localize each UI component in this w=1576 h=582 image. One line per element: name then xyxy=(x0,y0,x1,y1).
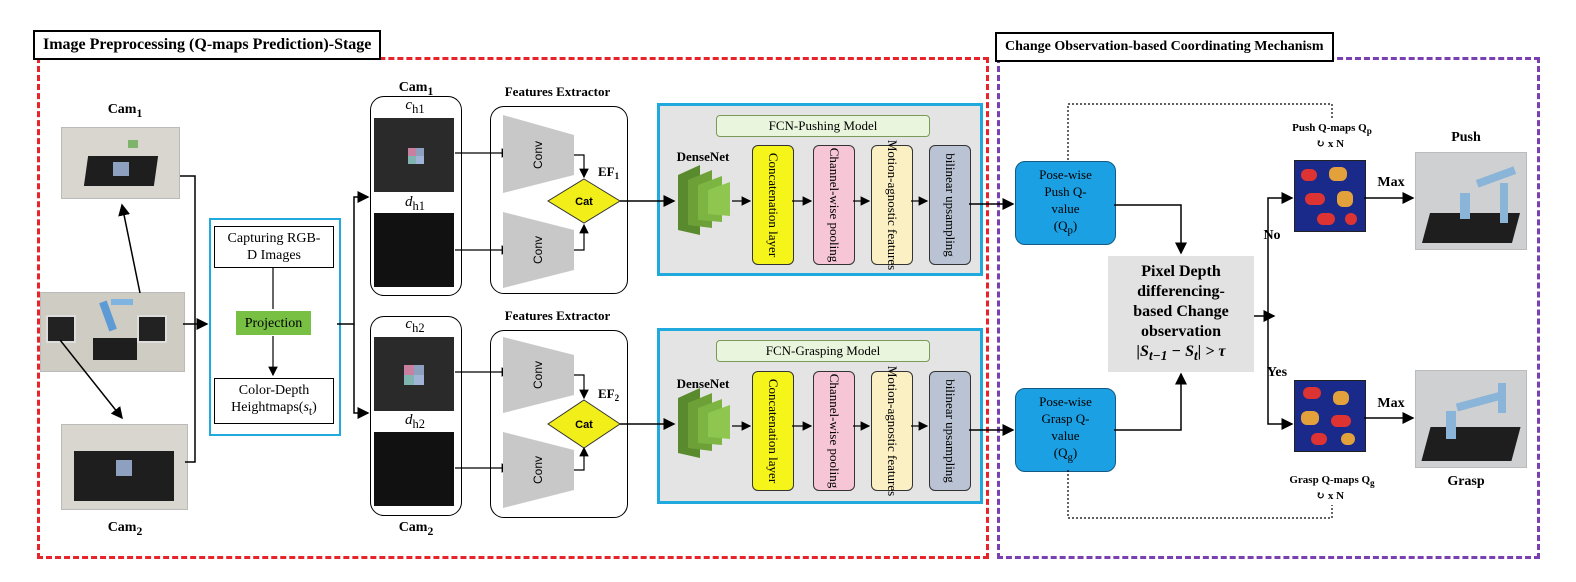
conv-1a-label: Conv xyxy=(531,141,545,169)
grasp-action-image xyxy=(1415,370,1527,468)
grasp-qmaps-label: Grasp Q-maps Qg xyxy=(1289,474,1375,489)
yes-label: Yes xyxy=(1266,365,1288,380)
conv-block-2a xyxy=(503,337,574,413)
cam2-image xyxy=(61,424,188,510)
coordinating-stage-title: Change Observation-based Coordinating Me… xyxy=(995,32,1334,62)
cat-diamond-1 xyxy=(547,178,621,224)
push-action-label: Push xyxy=(1451,130,1481,145)
push-motion-features-layer: Motion-agnostic features xyxy=(871,140,913,270)
heightmaps-cam1-label: Cam1 xyxy=(398,80,434,98)
features-extractor-1-title: Features Extractor xyxy=(504,84,611,99)
color-heightmap-2 xyxy=(374,337,454,411)
push-concatenation-layer: Concatenation layer xyxy=(752,145,794,265)
ef2-label: EF2 xyxy=(598,386,620,403)
push-qmap-image xyxy=(1294,160,1366,232)
densenet-push-label: DenseNet xyxy=(676,149,730,164)
conv-block-1b xyxy=(503,212,574,288)
d-h2-label: dh2 xyxy=(405,412,425,431)
preprocessing-stage-title: Image Preprocessing (Q-maps Prediction)-… xyxy=(33,30,382,60)
densenet-grasp-stack xyxy=(678,388,730,458)
cat-diamond-2 xyxy=(547,399,621,449)
depth-heightmap-1 xyxy=(374,213,454,287)
conv-2a-label: Conv xyxy=(531,361,545,389)
grasp-motion-features-layer: Motion-agnostic features xyxy=(871,366,913,496)
conv-block-2b xyxy=(503,432,574,508)
ef1-label: EF1 xyxy=(598,164,620,181)
conv-1b-label: Conv xyxy=(531,236,545,264)
max-grasp-label: Max xyxy=(1377,396,1405,411)
grasp-channel-pooling-layer: Channel-wise pooling xyxy=(813,371,855,491)
grasp-qmap-image xyxy=(1294,380,1366,452)
densenet-grasp-label: DenseNet xyxy=(676,376,730,391)
grasp-upsampling-layer: bilinear upsampling xyxy=(929,371,971,491)
c-h1-label: ch1 xyxy=(405,97,425,116)
depth-heightmap-2 xyxy=(374,432,454,506)
heightmaps-cam2-label: Cam2 xyxy=(398,520,434,538)
push-upsampling-layer: bilinear upsampling xyxy=(929,145,971,265)
cam1-label: Cam1 xyxy=(107,102,143,120)
grasp-qmaps-rotation: ↻ x N xyxy=(1315,490,1345,502)
push-qvalue-box: Pose-wise Push Q- value (Qp) xyxy=(1015,161,1116,245)
push-channel-pooling-layer: Channel-wise pooling xyxy=(813,145,855,265)
heightmaps-box: Color-Depth Heightmaps(st) xyxy=(214,378,334,424)
change-observation-box: Pixel Depth differencing- based Change o… xyxy=(1108,256,1254,372)
push-qmaps-label: Push Q-maps Qp xyxy=(1292,122,1372,137)
cat-2-label: Cat xyxy=(575,419,593,431)
densenet-push-stack xyxy=(678,165,730,235)
max-push-label: Max xyxy=(1377,175,1405,190)
robot-scene-image xyxy=(40,292,185,372)
push-action-image xyxy=(1415,152,1527,250)
grasp-action-label: Grasp xyxy=(1447,474,1485,489)
projection-box: Projection xyxy=(236,311,311,335)
features-extractor-2-title: Features Extractor xyxy=(504,308,611,323)
push-qmaps-rotation: ↻ x N xyxy=(1315,138,1345,150)
c-h2-label: ch2 xyxy=(405,316,425,335)
preprocessing-panel xyxy=(37,57,989,559)
grasp-concatenation-layer: Concatenation layer xyxy=(752,371,794,491)
d-h1-label: dh1 xyxy=(405,194,425,213)
conv-block-1a xyxy=(503,115,574,193)
color-heightmap-1 xyxy=(374,118,454,192)
cat-1-label: Cat xyxy=(575,196,593,208)
conv-2b-label: Conv xyxy=(531,456,545,484)
cam1-image xyxy=(61,127,180,199)
capturing-box: Capturing RGB-D Images xyxy=(214,226,334,268)
cam2-label: Cam2 xyxy=(107,520,143,538)
preprocessing-container xyxy=(209,218,341,436)
fcn-grasping-title: FCN-Grasping Model xyxy=(716,340,930,362)
fcn-pushing-title: FCN-Pushing Model xyxy=(716,115,930,137)
